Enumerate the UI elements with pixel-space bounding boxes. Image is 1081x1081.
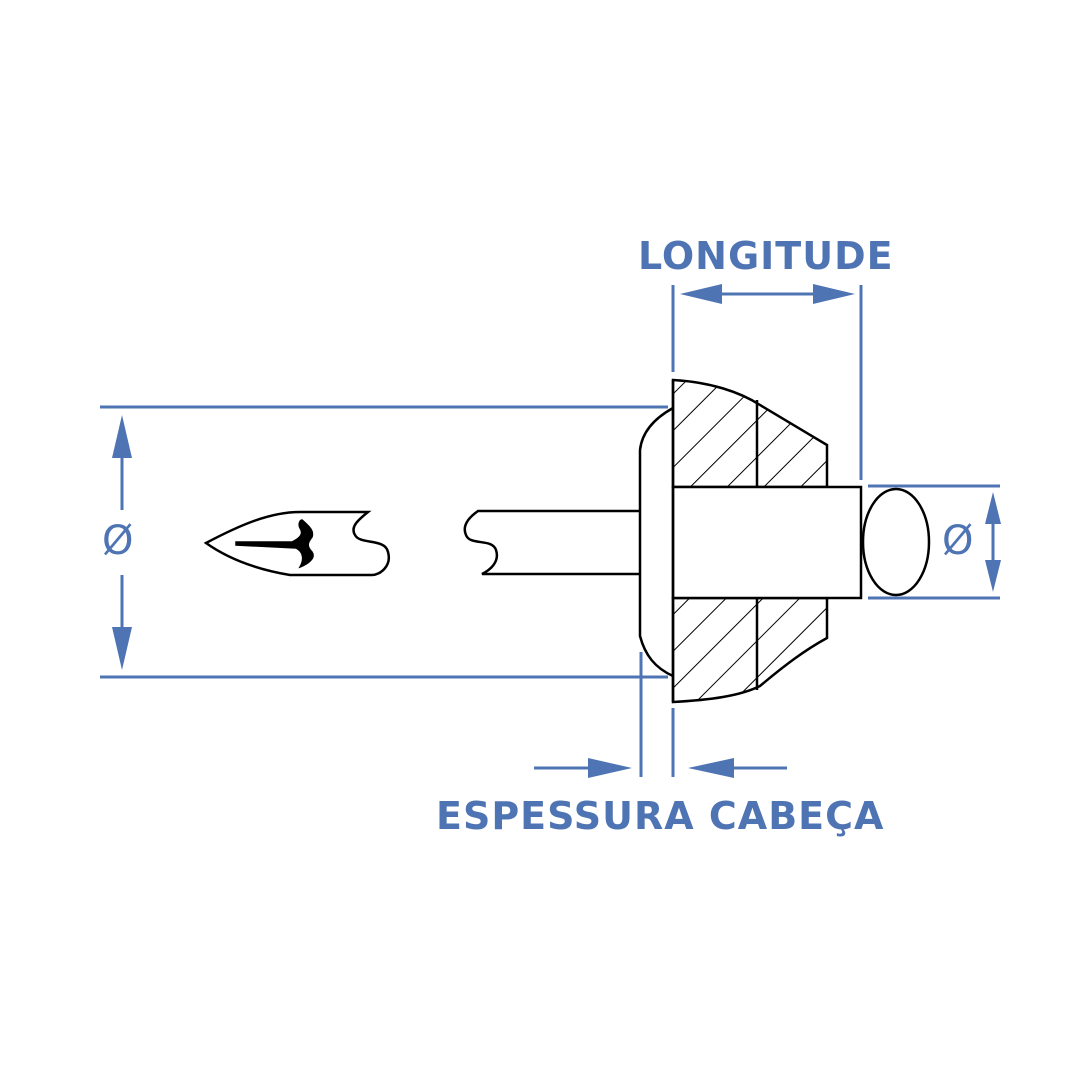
head-thickness-label: ESPESSURA CABEÇA <box>436 794 885 838</box>
mandrel-head <box>861 487 931 597</box>
arrow-right-head <box>588 758 632 778</box>
diameter-symbol-right: Ø <box>942 518 975 564</box>
rivet-body-lower <box>671 596 829 704</box>
rivet-bore <box>671 485 863 600</box>
arrow-down-left <box>112 627 132 670</box>
length-label: LONGITUDE <box>638 234 894 278</box>
arrow-left-head <box>688 758 734 778</box>
arrow-up-left <box>112 415 132 458</box>
arrow-left-length <box>680 284 722 304</box>
rivet-body-upper <box>671 378 829 489</box>
mandrel-tip <box>203 510 391 577</box>
arrow-up-right <box>985 492 1001 524</box>
rivet-head <box>638 406 674 678</box>
arrow-down-right <box>985 560 1001 592</box>
mandrel-break-mark <box>235 519 314 569</box>
arrow-right-length <box>813 284 855 304</box>
dimension-lines <box>100 284 1001 778</box>
rivet-drawing <box>203 378 931 704</box>
diameter-symbol-left: Ø <box>102 518 135 564</box>
mandrel-shank <box>463 509 640 576</box>
